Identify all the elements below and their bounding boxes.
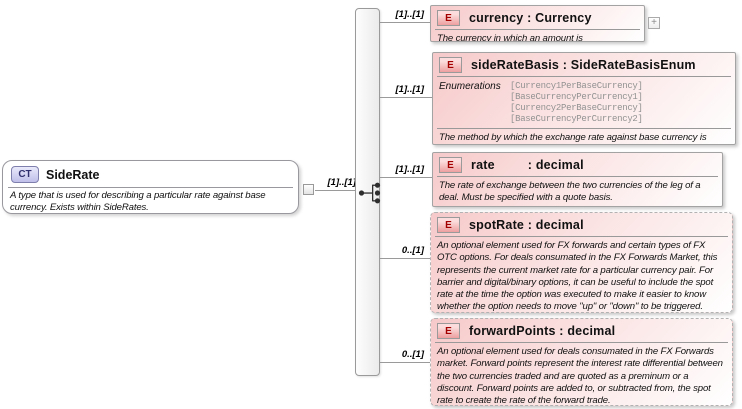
divider: [437, 76, 731, 77]
connector-line: [380, 177, 432, 178]
element-badge-icon: E: [439, 157, 462, 173]
enumeration-value: [Currency2PerBaseCurrency]: [510, 102, 643, 113]
enumeration-value: [BaseCurrencyPerCurrency1]: [510, 91, 643, 102]
divider: [435, 342, 728, 343]
connector-line: [380, 362, 430, 363]
element-title: rate : decimal: [471, 158, 584, 172]
complextype-siderate-box[interactable]: CT SideRate A type that is used for desc…: [2, 160, 299, 214]
complextype-description: A type that is used for describing a par…: [10, 190, 266, 214]
element-title: spotRate : decimal: [469, 218, 584, 232]
element-description: An optional element used for deals consu…: [437, 346, 723, 406]
element-box-currency[interactable]: E currency : Currency The currency in wh…: [430, 5, 645, 42]
connector-line: [380, 22, 430, 23]
element-badge-icon: E: [439, 57, 462, 73]
element-header: E spotRate : decimal: [431, 213, 732, 236]
enumerations-section: Enumerations [Currency1PerBaseCurrency] …: [433, 77, 735, 128]
connector-line: [380, 258, 430, 259]
cardinality-label: 0..[1]: [401, 349, 424, 360]
element-title: sideRateBasis : SideRateBasisEnum: [471, 58, 696, 72]
element-header: E currency : Currency: [431, 6, 644, 29]
element-description: The rate of exchange between the two cur…: [439, 180, 701, 204]
cardinality-label: [1]..[1]: [327, 177, 357, 188]
enumeration-value: [Currency1PerBaseCurrency]: [510, 81, 643, 91]
cardinality-label: [1]..[1]: [395, 164, 425, 175]
connector-square[interactable]: [303, 184, 314, 195]
element-box-sideratebasis[interactable]: E sideRateBasis : SideRateBasisEnum Enum…: [432, 52, 736, 145]
element-badge-icon: E: [437, 323, 460, 339]
element-box-spotrate[interactable]: E spotRate : decimal An optional element…: [430, 212, 733, 313]
enumerations-label: Enumerations: [439, 81, 501, 92]
cardinality-label: 0..[1]: [401, 245, 424, 256]
element-header: E sideRateBasis : SideRateBasisEnum: [433, 53, 735, 76]
element-header: E forwardPoints : decimal: [431, 319, 732, 342]
complextype-title: SideRate: [46, 167, 100, 182]
element-badge-icon: E: [437, 217, 460, 233]
element-description: An optional element used for FX forwards…: [437, 240, 718, 313]
element-description: The currency in which an amount is denom…: [437, 33, 583, 42]
cardinality-label: [1]..[1]: [395, 84, 425, 95]
enumeration-value: [BaseCurrencyPerCurrency2]: [510, 113, 643, 124]
element-description: The method by which the exchange rate ag…: [439, 131, 707, 143]
complextype-header: CT SideRate: [3, 161, 298, 186]
divider: [435, 29, 640, 30]
element-header: E rate : decimal: [433, 153, 722, 176]
expand-button[interactable]: +: [648, 17, 660, 29]
enumerations-values: [Currency1PerBaseCurrency] [BaseCurrency…: [510, 81, 643, 125]
connector-line: [380, 97, 432, 98]
element-title: currency : Currency: [469, 11, 592, 25]
divider: [435, 236, 728, 237]
cardinality-label: [1]..[1]: [395, 9, 425, 20]
element-box-rate[interactable]: E rate : decimal The rate of exchange be…: [432, 152, 723, 207]
sequence-icon[interactable]: [357, 182, 387, 204]
connector-line: [315, 190, 357, 191]
complextype-badge-icon: CT: [11, 166, 39, 183]
element-box-forwardpoints[interactable]: E forwardPoints : decimal An optional el…: [430, 318, 733, 406]
divider: [8, 187, 293, 188]
element-title: forwardPoints : decimal: [469, 324, 616, 338]
divider: [437, 127, 731, 129]
element-badge-icon: E: [437, 10, 460, 26]
divider: [437, 176, 718, 177]
